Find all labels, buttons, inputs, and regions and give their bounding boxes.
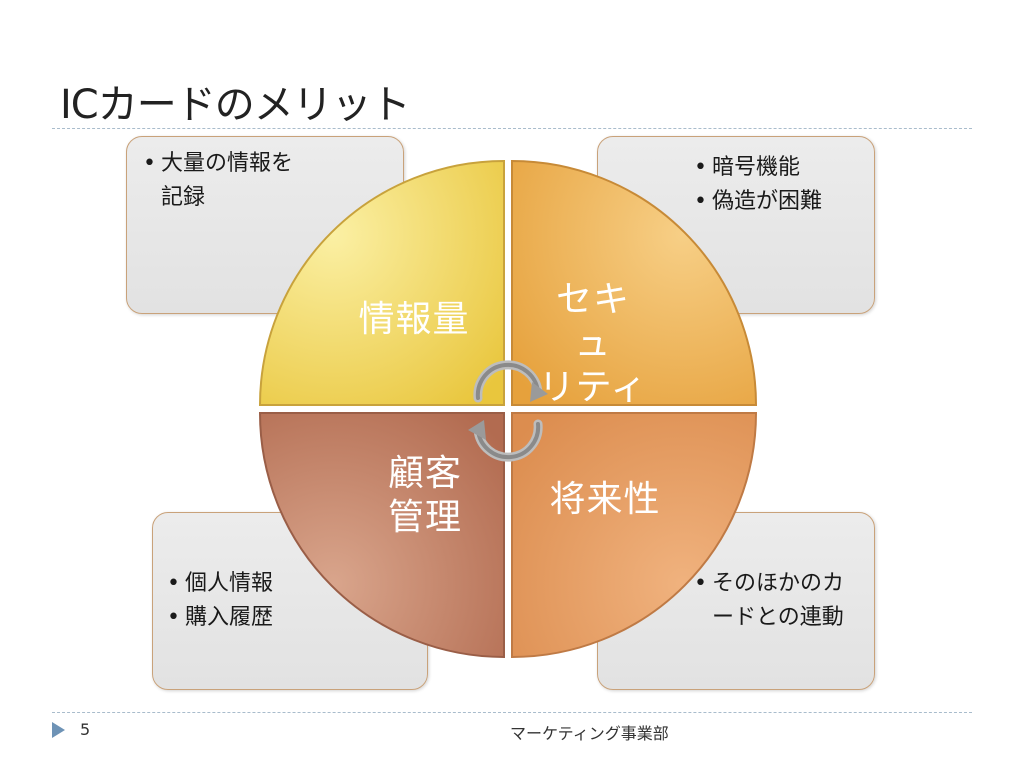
quadrant-bottom-left: [258, 412, 505, 659]
slide-title: ICカードのメリット: [60, 82, 411, 128]
quadrant-label-future: 将来性: [549, 479, 661, 520]
footer-department: マーケティング事業部: [510, 724, 669, 743]
title-divider: [52, 128, 972, 129]
quadrant-bottom-right: [511, 412, 758, 659]
note-list: 暗号機能 偽造が困難: [694, 151, 822, 219]
note-item: そのほかのカードとの連動: [694, 567, 864, 635]
triangle-marker-icon: [52, 722, 65, 738]
quadrant-label-info-volume: 情報量: [358, 299, 470, 340]
quadrant-label-customer-management: 顧客 管理: [387, 453, 462, 538]
quadrant-label-security: セキュ リティ: [538, 279, 648, 408]
note-item: 偽造が困難: [694, 185, 822, 219]
note-item: 暗号機能: [694, 151, 822, 185]
note-list: 個人情報 購入履歴: [167, 567, 273, 635]
quadrant-top-right: [511, 159, 758, 406]
page-number: 5: [80, 720, 91, 739]
circular-arrows-icon: [473, 360, 543, 462]
footer-divider: [52, 712, 972, 713]
note-item: 個人情報: [167, 567, 273, 601]
quadrant-top-left: [258, 159, 505, 406]
note-item: 購入履歴: [167, 601, 273, 635]
note-list: そのほかのカードとの連動: [694, 567, 864, 635]
note-list: 大量の情報を記録: [143, 147, 293, 215]
note-item: 大量の情報を記録: [143, 147, 293, 215]
